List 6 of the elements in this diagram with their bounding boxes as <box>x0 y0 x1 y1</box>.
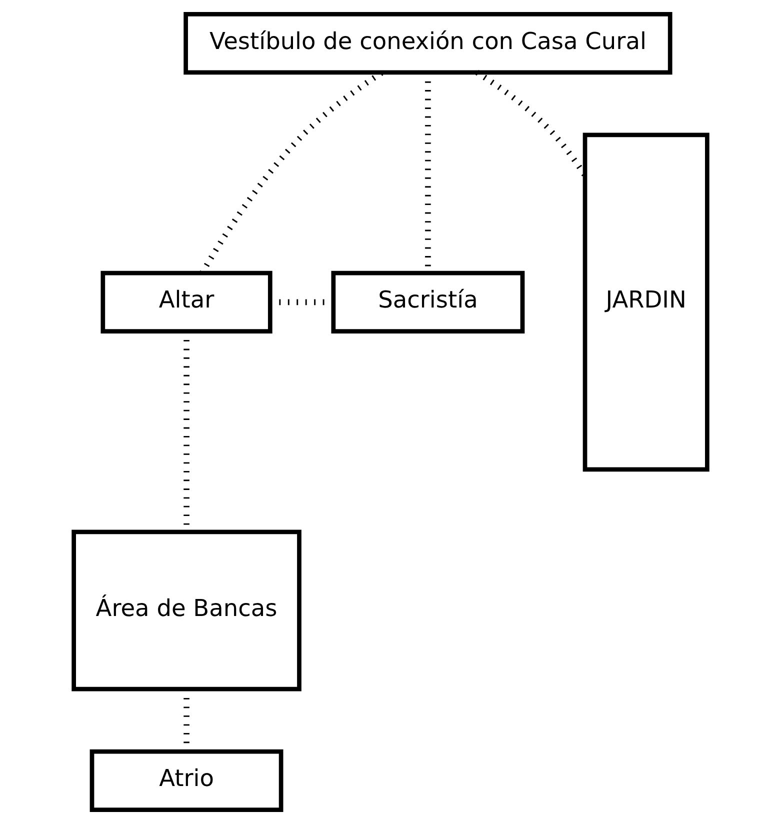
node-box: JARDIN <box>582 132 710 472</box>
node-box: Altar <box>100 270 272 334</box>
node-box: Área de Bancas <box>72 530 302 692</box>
node-box: Vestíbulo de conexión con Casa Cural <box>184 12 672 75</box>
node-box: Sacristía <box>331 270 525 334</box>
node-box: Atrio <box>90 749 284 812</box>
